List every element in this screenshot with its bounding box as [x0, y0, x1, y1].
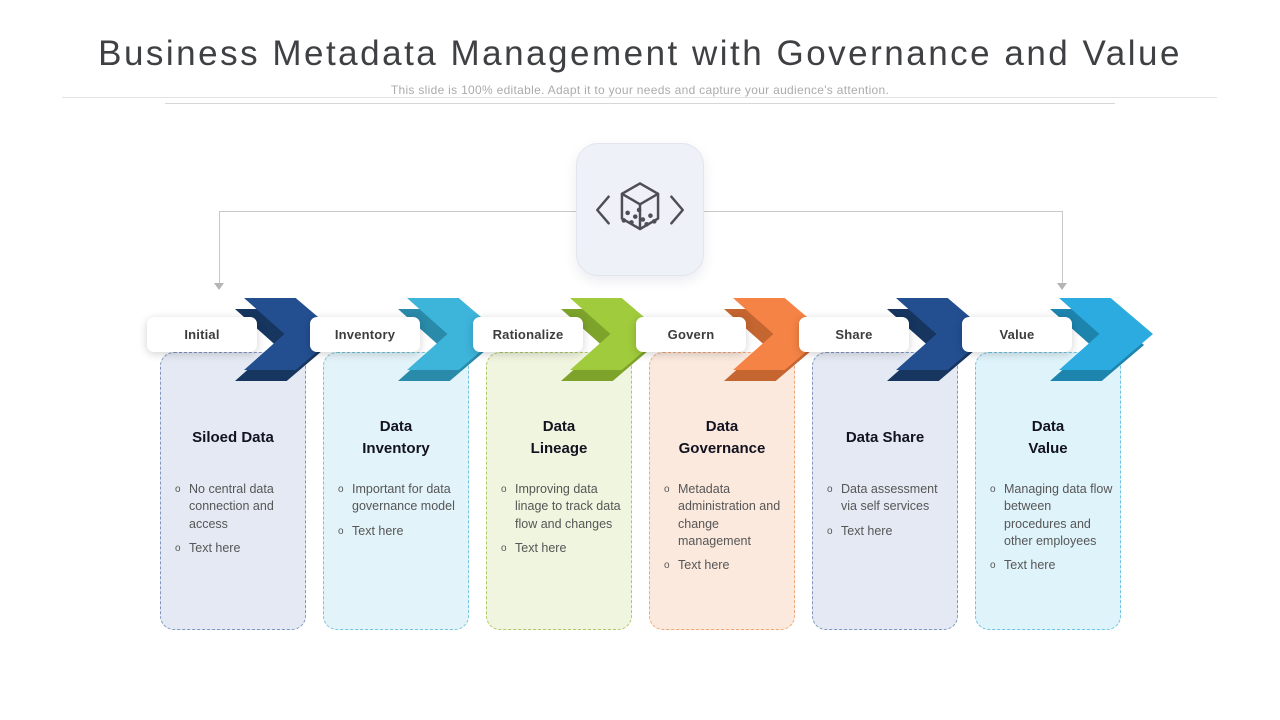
- header-divider-inner: [165, 103, 1115, 104]
- bullet-item: Important for data governance model: [338, 481, 462, 516]
- bullet-item: Metadata administration and change manag…: [664, 481, 788, 550]
- card-title: Data Governance: [678, 417, 766, 458]
- bullet-item: Text here: [664, 557, 788, 574]
- arrow-icon: [1059, 298, 1153, 370]
- bullet-item: Data assessment via self services: [827, 481, 951, 516]
- connector-line-right: [704, 211, 1062, 212]
- bullet-item: Text here: [827, 523, 951, 540]
- bullet-list: Data assessment via self services Text h…: [827, 481, 951, 547]
- connector-arrowhead-left: [214, 283, 224, 290]
- bullet-list: Managing data flow between procedures an…: [990, 481, 1114, 581]
- stage-card: Data Lineage Improving data linage to tr…: [486, 352, 632, 630]
- connector-line-left: [219, 211, 576, 212]
- stage-share: Share Data Share Data assessment via sel…: [799, 296, 990, 641]
- bullet-list: Improving data linage to track data flow…: [501, 481, 625, 564]
- stage-initial: Initial Siloed Data No central data conn…: [147, 296, 338, 641]
- bullet-item: Text here: [338, 523, 462, 540]
- center-icon-card: [576, 143, 704, 276]
- stage-value: Value Data Value Managing data flow betw…: [962, 296, 1153, 641]
- bullet-item: Managing data flow between procedures an…: [990, 481, 1114, 550]
- card-title: Data Value: [1028, 417, 1068, 458]
- stage-label: Share: [799, 317, 909, 352]
- stage-card: Data Share Data assessment via self serv…: [812, 352, 958, 630]
- stage-rationalize: Rationalize Data Lineage Improving data …: [473, 296, 664, 641]
- page-title: Business Metadata Management with Govern…: [98, 34, 1182, 73]
- stage-label: Inventory: [310, 317, 420, 352]
- stage-inventory: Inventory Data Inventory Important for d…: [310, 296, 501, 641]
- header-divider: [62, 97, 1217, 98]
- stage-card: Data Governance Metadata administration …: [649, 352, 795, 630]
- bullet-list: Metadata administration and change manag…: [664, 481, 788, 581]
- connector-drop-left: [219, 211, 220, 285]
- card-title: Data Lineage: [530, 417, 588, 458]
- stage-card: Data Inventory Important for data govern…: [323, 352, 469, 630]
- bullet-item: Text here: [175, 540, 299, 557]
- connector-drop-right: [1062, 211, 1063, 285]
- connector-arrowhead-right: [1057, 283, 1067, 290]
- metadata-cube-icon: [596, 181, 684, 230]
- stage-card: Data Value Managing data flow between pr…: [975, 352, 1121, 630]
- stage-label: Initial: [147, 317, 257, 352]
- card-title: Siloed Data: [192, 428, 274, 446]
- bullet-item: Text here: [501, 540, 625, 557]
- stage-label: Govern: [636, 317, 746, 352]
- bullet-item: Improving data linage to track data flow…: [501, 481, 625, 533]
- stage-label: Value: [962, 317, 1072, 352]
- card-title: Data Share: [845, 428, 925, 446]
- stage-label: Rationalize: [473, 317, 583, 352]
- page-subtitle: This slide is 100% editable. Adapt it to…: [390, 83, 890, 97]
- card-title: Data Inventory: [362, 417, 430, 458]
- stage-card: Siloed Data No central data connection a…: [160, 352, 306, 630]
- stage-govern: Govern Data Governance Metadata administ…: [636, 296, 827, 641]
- bullet-item: Text here: [990, 557, 1114, 574]
- bullet-list: No central data connection and access Te…: [175, 481, 299, 564]
- bullet-item: No central data connection and access: [175, 481, 299, 533]
- bullet-list: Important for data governance model Text…: [338, 481, 462, 547]
